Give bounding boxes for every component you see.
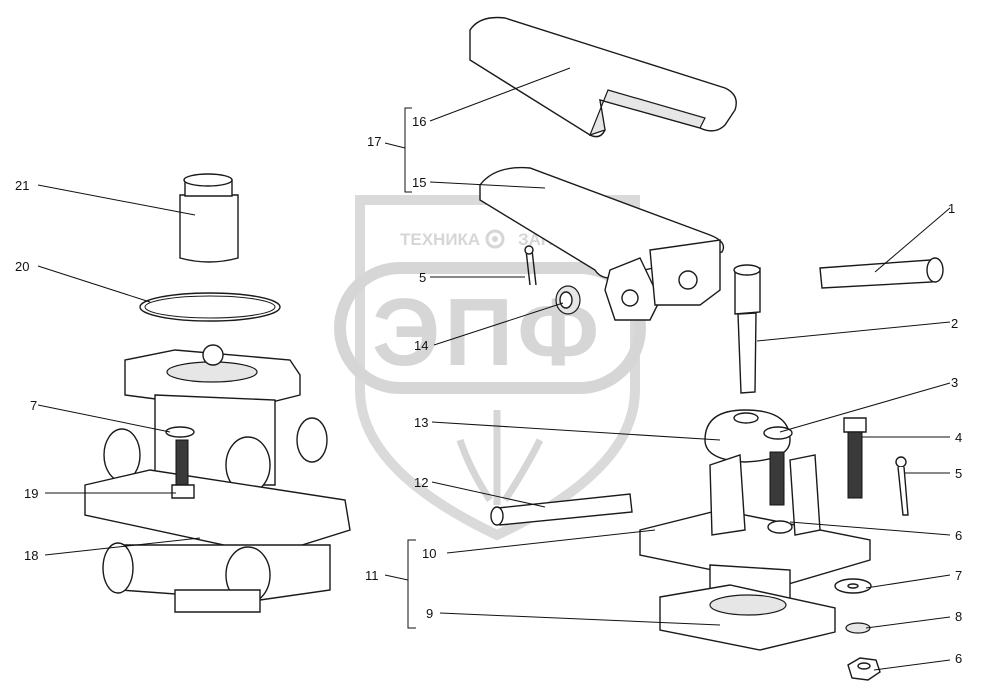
part-8-spring-washer: [845, 622, 871, 634]
part-12-pin: [490, 493, 633, 526]
part-21-sleeve: [179, 173, 239, 263]
part-7-washer-left: [165, 426, 195, 438]
callout-17: 17: [367, 134, 381, 149]
callout-3: 3: [951, 375, 958, 390]
gear-icon: [485, 229, 505, 249]
callout-8: 8: [955, 609, 962, 624]
part-6-nut-bottom: [847, 657, 881, 681]
callout-16: 16: [412, 114, 426, 129]
part-20-o-ring: [139, 292, 281, 322]
callout-4: 4: [955, 430, 962, 445]
callout-14: 14: [414, 338, 428, 353]
callout-10: 10: [422, 546, 436, 561]
callout-7-right: 7: [955, 568, 962, 583]
callout-9: 9: [426, 606, 433, 621]
part-5-cotter-pin-right: [895, 456, 909, 516]
part-4-bolt: [843, 417, 867, 499]
callout-12: 12: [414, 475, 428, 490]
part-13-rubber-boot: [704, 409, 791, 463]
part-2-plunger-rod: [733, 264, 761, 394]
part-19-bolt: [171, 439, 195, 499]
part-1-axle-pin: [819, 257, 944, 289]
callout-5-right: 5: [955, 466, 962, 481]
part-14-bushing: [555, 285, 581, 315]
callout-labels: 1 2 3 4 5 6 7 8 6 16 17 15 5 14 13 12 10…: [15, 114, 962, 666]
part-3-cap: [763, 426, 793, 440]
part-10-bracket: [639, 451, 871, 586]
part-7-washer-right: [834, 578, 872, 594]
callout-15: 15: [412, 175, 426, 190]
callout-20: 20: [15, 259, 29, 274]
part-5-cotter-pin-upper: [524, 245, 537, 286]
callout-7-left: 7: [30, 398, 37, 413]
leader-lines: [37, 67, 951, 671]
part-18-valve-body: [84, 344, 351, 613]
part-15-pedal-body: [479, 166, 725, 321]
callout-19: 19: [24, 486, 38, 501]
watermark-brand-text: ТЕХНИКА: [400, 230, 480, 249]
callout-6-upper: 6: [955, 528, 962, 543]
callout-11: 11: [365, 568, 379, 583]
callout-5-upper: 5: [419, 270, 426, 285]
callout-1: 1: [948, 201, 955, 216]
assembly-brackets: [404, 107, 416, 629]
callout-2: 2: [951, 316, 958, 331]
part-16-pedal-pad: [469, 16, 737, 138]
watermark-logo-frame: [334, 262, 646, 394]
callout-6-lower: 6: [955, 651, 962, 666]
watermark-shield: [355, 195, 640, 541]
callout-21: 21: [15, 178, 29, 193]
callout-18: 18: [24, 548, 38, 563]
part-9-base: [659, 564, 836, 651]
callout-13: 13: [414, 415, 428, 430]
